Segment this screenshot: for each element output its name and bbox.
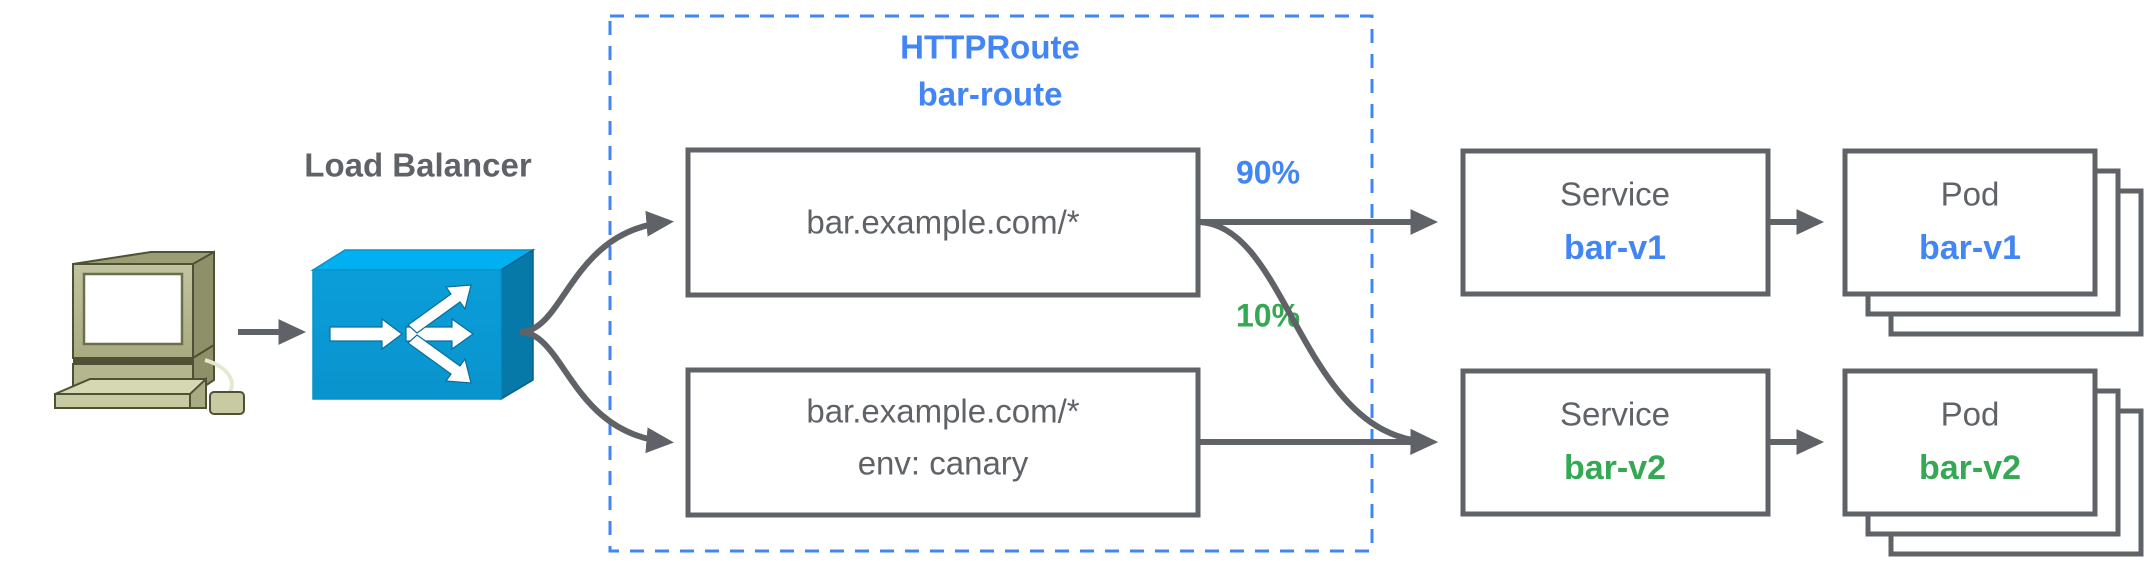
rule-box-primary[interactable]: bar.example.com/* [685,147,1201,298]
httproute-group-frame [608,14,1374,553]
httproute-kind-label: HTTPRoute [900,29,1080,66]
weight-label-90: 90% [1236,154,1300,190]
httproute-name-label: bar-route [918,76,1063,113]
service-node-bar-v1[interactable]: Service bar-v1 [1460,148,1771,297]
pod-stack-bar-v1[interactable]: Pod bar-v1 [1842,148,2144,337]
load-balancer-label: Load Balancer [304,147,532,184]
service-bar-v1-kind: Service [1560,176,1670,213]
pod-bar-v2-kind: Pod [1941,396,2000,433]
service-bar-v2-rect[interactable] [1460,368,1771,517]
rule-canary-match-text: bar.example.com/* [806,393,1079,430]
service-bar-v2-name: bar-v2 [1564,449,1666,487]
service-bar-v1-name: bar-v1 [1564,229,1666,267]
pod-bar-v1-name: bar-v1 [1919,229,2021,267]
arrow-lb-to-rule-canary [519,329,674,454]
rule-canary-rect[interactable] [685,367,1201,518]
service-bar-v2-kind: Service [1560,396,1670,433]
rule-primary-match-text: bar.example.com/* [806,204,1079,241]
pod-bar-v1-rect[interactable] [1842,148,2098,297]
service-node-bar-v2[interactable]: Service bar-v2 [1460,368,1771,517]
load-balancer-switch-icon [310,248,536,401]
pod-bar-v2-name: bar-v2 [1919,449,2021,487]
desktop-computer-icon [54,250,245,415]
service-bar-v1-rect[interactable] [1460,148,1771,297]
pod-stack-bar-v2[interactable]: Pod bar-v2 [1842,368,2144,557]
pod-bar-v1-kind: Pod [1941,176,2000,213]
rule-box-canary[interactable]: bar.example.com/* env: canary [685,367,1201,518]
pod-bar-v2-rect[interactable] [1842,368,2098,517]
arrow-rule-primary-to-service-bar-v2 [1197,219,1438,455]
arrow-lb-to-rule-primary [519,210,674,335]
rule-primary-rect[interactable] [685,147,1201,298]
rule-canary-header-text: env: canary [858,445,1029,482]
